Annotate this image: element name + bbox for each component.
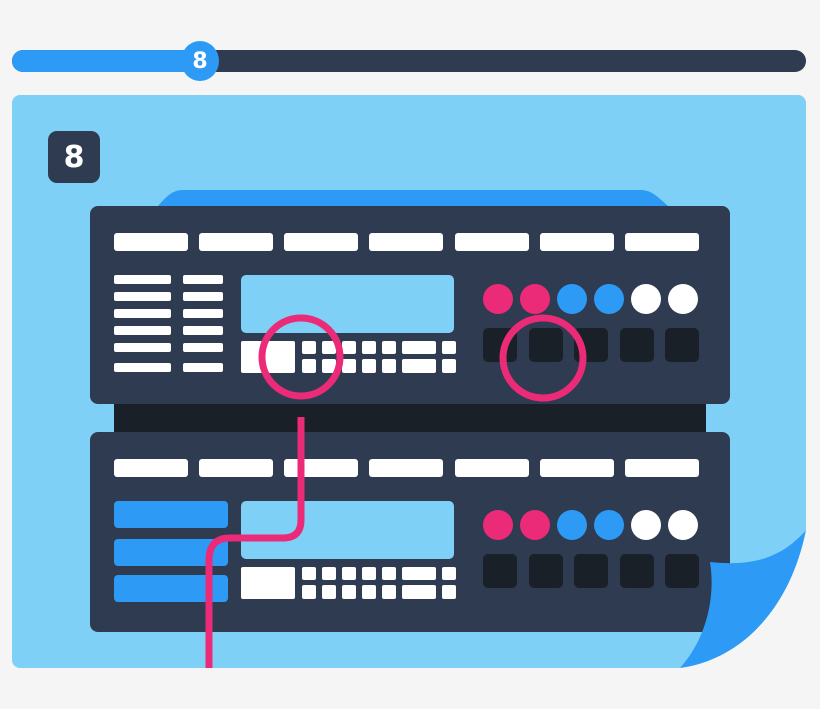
step-badge: 8 — [48, 131, 100, 183]
rack-gap — [114, 400, 706, 436]
cable-line — [205, 417, 305, 668]
top-keypad — [241, 341, 456, 373]
top-header-bars — [114, 233, 699, 251]
bottom-header-bars — [114, 459, 699, 477]
bottom-dark-keys — [483, 554, 699, 588]
highlight-circle-keypad — [258, 314, 344, 400]
unit-lid — [158, 190, 668, 206]
top-unit — [90, 206, 730, 404]
progress-slider-fill — [12, 50, 200, 72]
bottom-blue-bars — [114, 501, 228, 602]
bottom-keypad — [241, 567, 456, 599]
top-left-lines — [114, 275, 223, 372]
top-screen — [241, 275, 454, 333]
progress-slider-thumb[interactable]: 8 — [181, 41, 219, 81]
bottom-screen — [241, 501, 454, 559]
top-indicator-dots — [483, 284, 698, 314]
highlight-circle-dark-key — [499, 314, 587, 402]
bottom-indicator-dots — [483, 510, 698, 540]
page-curl-icon — [680, 530, 806, 668]
bottom-unit — [90, 432, 730, 632]
